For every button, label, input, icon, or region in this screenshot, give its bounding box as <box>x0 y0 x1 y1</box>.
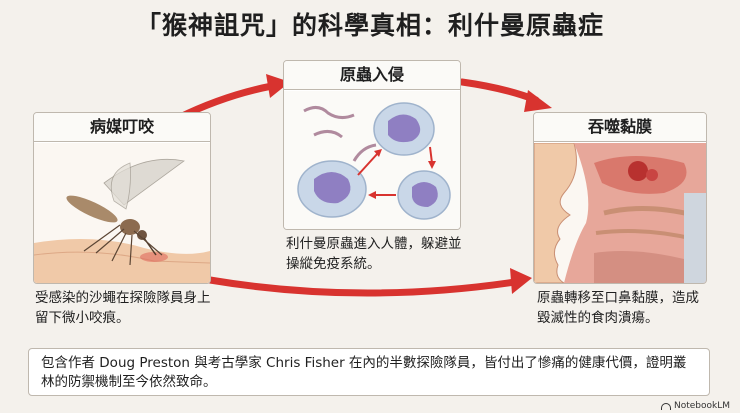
panel-bite: 病媒叮咬 <box>33 112 211 284</box>
summary-note: 包含作者 Doug Preston 與考古學家 Chris Fisher 在內的… <box>28 348 710 396</box>
arrow-bite-to-mucosa-head <box>510 268 532 294</box>
arrow-invasion-to-mucosa <box>458 78 540 104</box>
panel-mucosa-caption: 原蟲轉移至口鼻黏膜，造成毀滅性的食肉潰瘍。 <box>537 290 699 326</box>
brand-mark: NotebookLM <box>660 401 730 411</box>
panel-bite-caption: 受感染的沙蠅在探險隊員身上留下微小咬痕。 <box>35 290 211 326</box>
panel-mucosa: 吞噬黏膜 <box>533 112 707 284</box>
sandfly-illustration <box>34 143 210 283</box>
notebooklm-logo-icon <box>660 402 671 410</box>
brand-label: NotebookLM <box>673 401 730 411</box>
page-title: 「猴神詛咒」的科學真相：利什曼原蟲症 <box>135 11 604 40</box>
arrow-invasion-to-mucosa-head <box>524 90 552 112</box>
panel-invasion-heading: 原蟲入侵 <box>284 61 460 90</box>
parasite-cells-illustration <box>284 91 460 229</box>
arrow-bite-to-mucosa <box>206 276 519 297</box>
bite-mark-icon <box>140 252 168 262</box>
panel-invasion-caption: 利什曼原蟲進入人體，躲避並操縱免疫系統。 <box>286 236 462 272</box>
panel-invasion: 原蟲入侵 <box>283 60 461 230</box>
panel-mucosa-heading: 吞噬黏膜 <box>534 113 706 142</box>
panel-bite-heading: 病媒叮咬 <box>34 113 210 142</box>
nasal-mucosa-illustration <box>534 143 706 283</box>
